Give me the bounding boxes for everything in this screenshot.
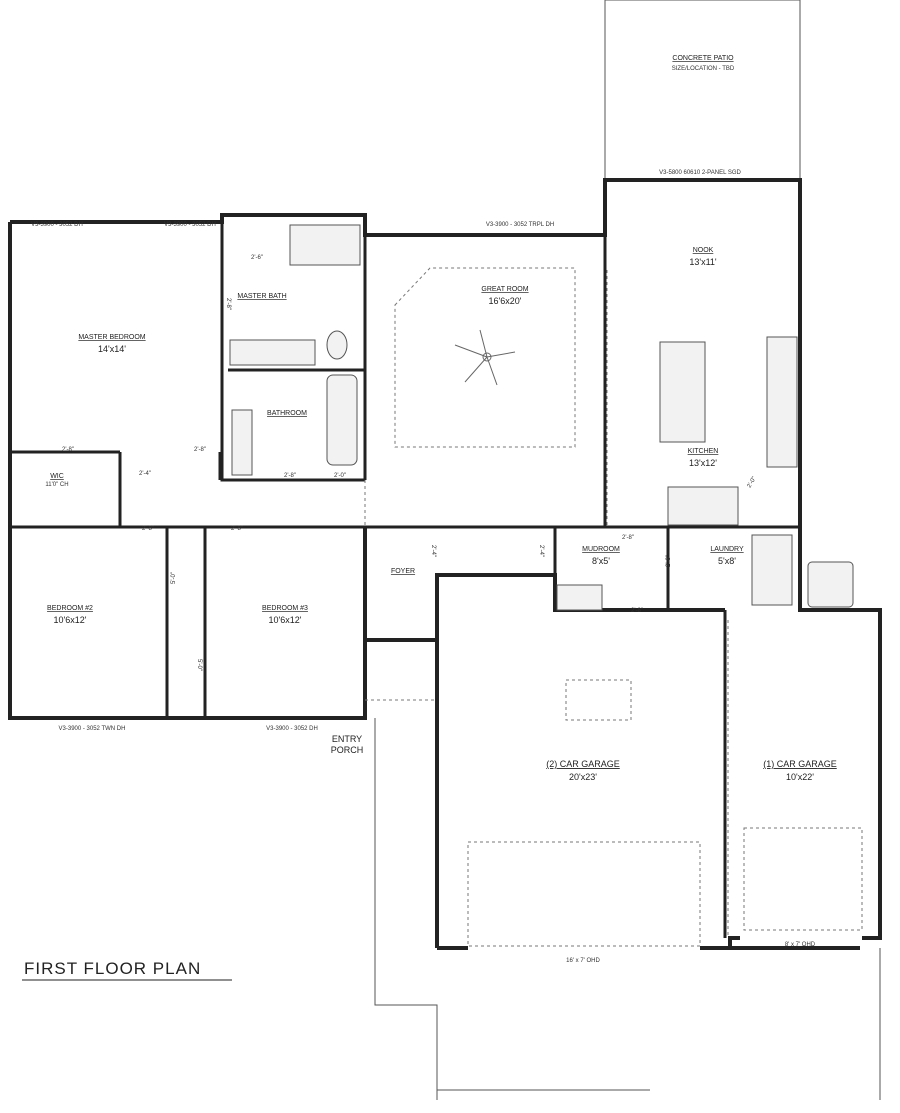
- door-dim: 2'-8": [62, 447, 74, 453]
- room-size: 14'x14': [98, 344, 126, 354]
- room-size: 10'6x12': [269, 615, 302, 625]
- garage-door-label: 16' x 7' OHD: [566, 958, 600, 964]
- bath-vanity: [231, 409, 253, 476]
- room-size: 8'x5': [592, 556, 610, 566]
- attic-access: [565, 679, 632, 721]
- garage-door-1: [743, 827, 863, 931]
- room-size: 13'x11': [689, 257, 717, 267]
- room-size: 13'x12': [689, 458, 717, 468]
- interior-walls: [10, 180, 800, 938]
- room-name: (1) CAR GARAGE: [763, 759, 837, 769]
- ceiling-fan-icon: [454, 329, 516, 386]
- shower: [289, 224, 361, 266]
- door-dim: 2'-0": [334, 473, 346, 479]
- mudroom-bench: [556, 584, 603, 611]
- room-name: KITCHEN: [688, 448, 719, 455]
- room-name: NOOK: [693, 247, 714, 254]
- window-label: V3-3900 - 3052 DH: [164, 222, 216, 228]
- concrete-patio: [604, 0, 801, 181]
- door-dim: 2'-8": [284, 473, 296, 479]
- door-dim: 2'-8": [666, 555, 672, 567]
- window-label: V3-3900 - 3052 TRPL DH: [486, 222, 554, 228]
- room-size: 16'6x20': [489, 296, 522, 306]
- tray-ceiling: [394, 267, 576, 448]
- door-dim: 2'-8": [622, 535, 634, 541]
- window-label: V3-5800 60610 2-PANEL SGD: [659, 170, 741, 176]
- room-size: 20'x23': [569, 772, 597, 782]
- hvac-unit-icon: [807, 561, 854, 608]
- open-wall-lines: [364, 270, 729, 935]
- garage-door-2: [467, 841, 701, 947]
- room-size: 10'6x12': [54, 615, 87, 625]
- room-name: MASTER BEDROOM: [78, 334, 145, 341]
- door-dim: 2'-4": [538, 545, 544, 557]
- garage-door-label: 8' x 7' OHD: [785, 942, 816, 948]
- door-dim: 2'-4": [139, 471, 151, 477]
- room-size: 5'x8': [718, 556, 736, 566]
- door-dim: 5'-0": [196, 659, 202, 671]
- room-name: LAUNDRY: [710, 546, 744, 553]
- room-name: BATHROOM: [267, 410, 307, 417]
- kitchen-island: [659, 341, 706, 443]
- door-dim: 2'-8": [225, 298, 231, 310]
- window-label: V3-3900 - 3052 DH: [266, 726, 318, 732]
- room-name: MASTER BATH: [237, 293, 286, 300]
- room-note: 11'0" CH: [45, 482, 68, 488]
- door-dim: 2'-4": [430, 545, 436, 557]
- window-label: V3-3900 - 3052 TWN DH: [59, 726, 126, 732]
- plan-title: FIRST FLOOR PLAN: [24, 959, 201, 978]
- window-label: V3-3900 - 3052 DH: [31, 222, 83, 228]
- door-dim: 2'-8": [631, 608, 643, 614]
- room-name: (2) CAR GARAGE: [546, 759, 620, 769]
- room-name: WIC: [50, 473, 64, 480]
- kitchen-counter: [766, 336, 798, 468]
- room-name: PORCH: [331, 745, 364, 755]
- door-dim: 2'-6": [251, 255, 263, 261]
- exterior-wall: [8, 178, 882, 950]
- room-name: FOYER: [391, 568, 415, 575]
- patio-label: CONCRETE PATIO: [672, 55, 734, 62]
- door-dim: 2'-0": [747, 476, 758, 489]
- room-name: BEDROOM #2: [47, 605, 93, 612]
- door-dim: 5'-0": [171, 572, 177, 584]
- door-dim: 2'-8": [194, 447, 206, 453]
- patio-note: SIZE/LOCATION - TBD: [672, 66, 735, 72]
- room-size: 10'x22': [786, 772, 814, 782]
- range: [667, 486, 739, 526]
- room-name: ENTRY: [332, 734, 362, 744]
- toilet: [326, 330, 348, 360]
- room-name: MUDROOM: [582, 546, 620, 553]
- room-name: BEDROOM #3: [262, 605, 308, 612]
- double-vanity: [229, 339, 316, 366]
- room-name: GREAT ROOM: [481, 286, 528, 293]
- washer-dryer: [751, 534, 793, 606]
- door-dim: 2'-8": [142, 526, 154, 532]
- driveway-lines: [374, 718, 881, 1100]
- door-dim: 2'-8": [231, 526, 243, 532]
- bathtub: [326, 374, 358, 466]
